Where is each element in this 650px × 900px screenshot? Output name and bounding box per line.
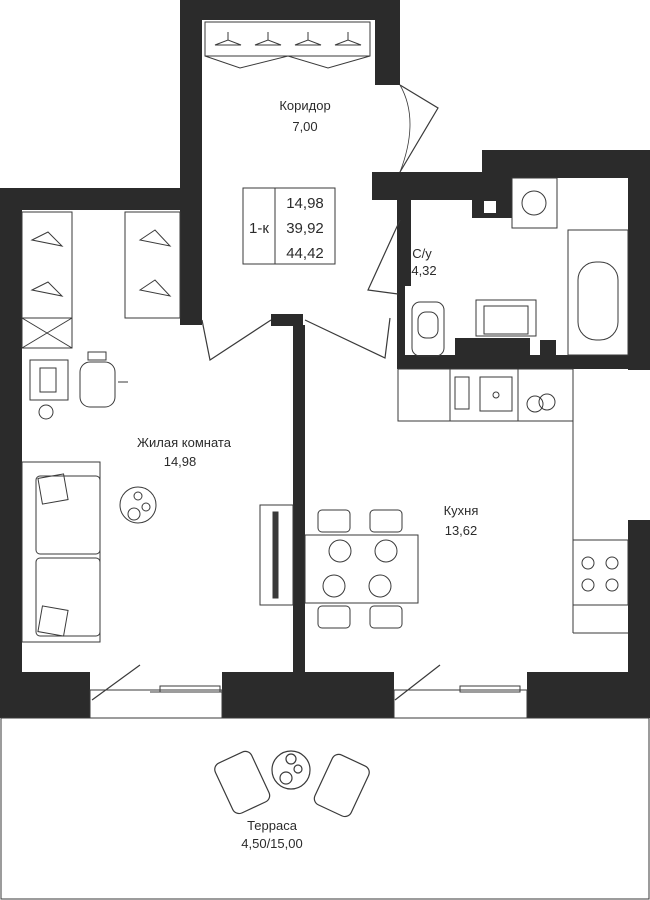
terrace-area-label: 4,50/15,00 [241,836,302,851]
terrace-area [0,717,650,900]
bathroom-fixtures [411,177,629,357]
corridor-name: Коридор [279,98,330,113]
apartment-type: 1-к [249,220,269,237]
tv-stand [259,504,294,606]
living-table [119,486,157,524]
living-area-summary: 14,98 [286,195,324,212]
dining-table [304,509,419,629]
living-name: Жилая комната [137,435,232,450]
kitchen-counter [397,368,629,634]
area-summary-box: 1-к 14,98 39,92 44,42 [242,187,336,265]
kitchen-area: 13,62 [445,523,478,538]
total-with-terrace-summary: 44,42 [286,245,324,262]
terrace-name: Терраса [247,818,298,833]
living-wardrobe [21,211,181,349]
bathroom-name: С/у [412,246,432,261]
bathroom-area: 4,32 [411,263,436,278]
desk [29,351,128,420]
corridor-wardrobe [204,21,371,69]
corridor-area: 7,00 [292,119,317,134]
kitchen-name: Кухня [444,503,479,518]
walls [0,0,650,718]
living-area: 14,98 [164,454,197,469]
terrace-furniture [214,750,370,818]
total-area-summary: 39,92 [286,220,324,237]
sofa [21,461,101,643]
doors [91,84,441,701]
